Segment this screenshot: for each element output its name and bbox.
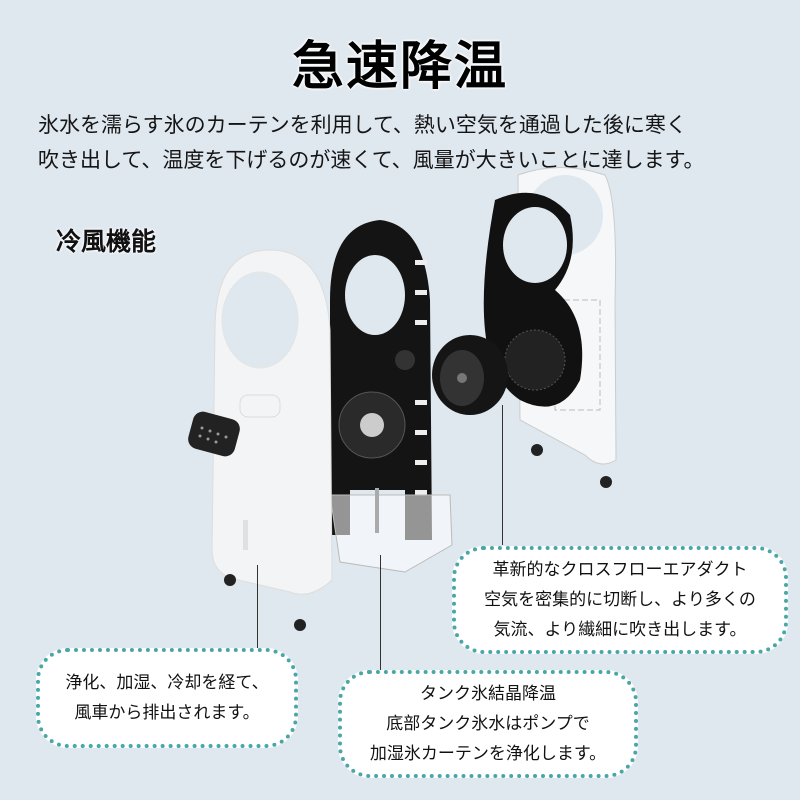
scroll-housing <box>483 192 583 407</box>
callout-tank: タンク氷結晶降温 底部タンク氷水はポンプで 加湿氷カーテンを浄化します。 <box>338 670 638 778</box>
callout-airduct-line-3: 気流、より繊細に吹き出します。 <box>493 620 747 640</box>
callout-purify-line-1: 浄化、加湿、冷却を経て、 <box>65 673 269 693</box>
intro-line-1: 氷水を濡らす氷のカーテンを利用して、熱い空気を通過した後に寒く <box>38 113 687 137</box>
callout-purify: 浄化、加湿、冷却を経て、 風車から排出されます。 <box>36 648 298 748</box>
intro-line-2: 吹き出して、温度を下げるのが速くて、風量が大きいことに達します。 <box>38 148 705 172</box>
connector-line-airduct <box>502 405 503 545</box>
fan-frame <box>330 220 432 540</box>
connector-line-shell <box>257 565 258 650</box>
callout-tank-line-2: 底部タンク氷水はポンプで <box>386 714 590 734</box>
front-shell <box>188 249 333 631</box>
callout-purify-line-2: 風車から排出されます。 <box>74 703 260 723</box>
callout-tank-line-1: タンク氷結晶降温 <box>420 684 556 704</box>
callout-airduct: 革新的なクロスフローエアダクト 空気を密集的に切断し、より多くの 気流、より繊細… <box>452 546 788 654</box>
callout-airduct-line-1: 革新的なクロスフローエアダクト <box>492 560 748 580</box>
callout-airduct-line-2: 空気を密集的に切断し、より多くの <box>484 590 756 610</box>
callout-tank-line-3: 加湿氷カーテンを浄化します。 <box>369 744 607 764</box>
section-subtitle: 冷風機能 <box>56 227 157 256</box>
blower-wheel <box>432 335 508 415</box>
water-tank <box>329 488 453 573</box>
intro-text: 氷水を濡らす氷のカーテンを利用して、熱い空気を通過した後に寒く 吹き出して、温度… <box>38 108 778 178</box>
connector-line-tank <box>380 555 381 672</box>
page-title: 急速降温 <box>291 37 508 97</box>
